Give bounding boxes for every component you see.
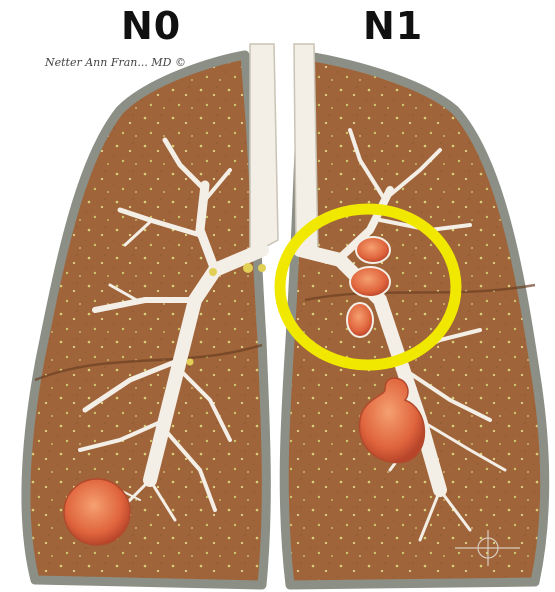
left-lung-body — [26, 55, 266, 585]
left-lung — [26, 55, 266, 585]
right-lung — [284, 55, 545, 585]
right-lung-body — [284, 55, 545, 585]
artist-signature: Netter Ann Fran... MD © — [44, 56, 186, 69]
stage-label-n0: N0 — [121, 4, 181, 48]
left-tumor — [64, 479, 130, 545]
stage-label-n1: N1 — [363, 4, 423, 48]
